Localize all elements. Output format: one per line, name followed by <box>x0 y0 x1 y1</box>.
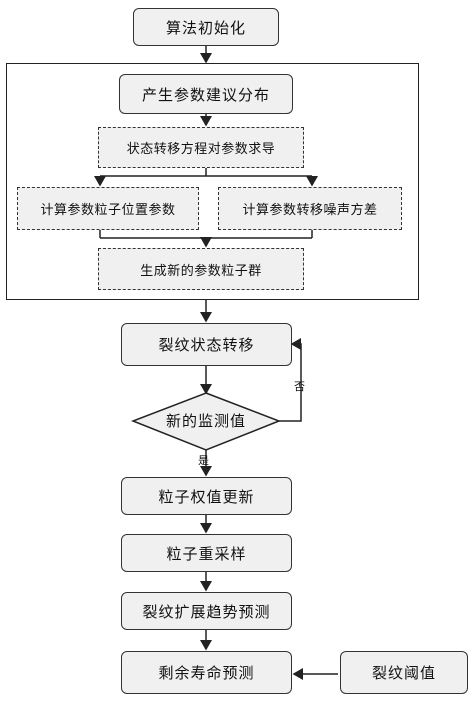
crack-trend-prediction-node: 裂纹扩展趋势预测 <box>121 592 292 630</box>
no-branch-label: 否 <box>294 380 305 393</box>
parameter-distribution-node: 产生参数建议分布 <box>119 74 293 114</box>
remaining-life-prediction-label: 剩余寿命预测 <box>158 664 255 682</box>
algorithm-init-node: 算法初始化 <box>133 8 279 46</box>
state-derivative-label: 状态转移方程对参数求导 <box>126 142 276 157</box>
parameter-distribution-label: 产生参数建议分布 <box>141 85 270 104</box>
new-monitor-value-label: 新的监测值 <box>165 412 246 430</box>
particle-position-node: 计算参数粒子位置参数 <box>17 187 199 230</box>
yes-branch-label: 是 <box>198 454 209 467</box>
crack-trend-prediction-label: 裂纹扩展趋势预测 <box>142 602 271 621</box>
crack-state-transfer-label: 裂纹状态转移 <box>158 336 255 354</box>
particle-position-label: 计算参数粒子位置参数 <box>40 203 176 218</box>
particle-resample-label: 粒子重采样 <box>166 544 247 563</box>
state-derivative-node: 状态转移方程对参数求导 <box>98 127 304 168</box>
new-particle-group-node: 生成新的参数粒子群 <box>98 248 304 290</box>
new-particle-group-label: 生成新的参数粒子群 <box>140 263 262 279</box>
particle-resample-node: 粒子重采样 <box>121 534 292 572</box>
crack-threshold-label: 裂纹阈值 <box>371 664 436 682</box>
particle-weight-update-label: 粒子权值更新 <box>158 487 255 506</box>
particle-weight-update-node: 粒子权值更新 <box>121 477 292 515</box>
arrow-no-loop <box>279 338 302 422</box>
crack-threshold-node: 裂纹阈值 <box>340 651 468 694</box>
noise-variance-label: 计算参数转移噪声方差 <box>242 203 378 218</box>
remaining-life-prediction-node: 剩余寿命预测 <box>121 651 292 694</box>
noise-variance-node: 计算参数转移噪声方差 <box>218 187 402 230</box>
decision-diamond <box>130 392 282 451</box>
crack-state-transfer-node: 裂纹状态转移 <box>121 323 292 366</box>
algorithm-init-label: 算法初始化 <box>165 18 246 37</box>
